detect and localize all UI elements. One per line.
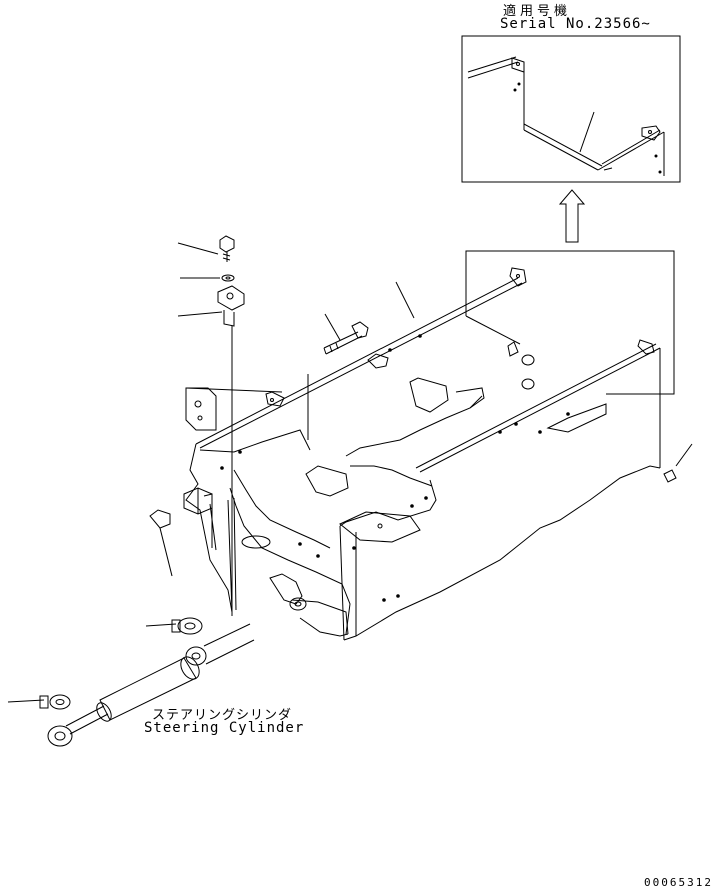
- main-frame: [186, 268, 692, 640]
- applicability-label: 適用号機: [503, 4, 572, 19]
- serial-number-label: Serial No.23566~: [500, 16, 651, 32]
- steering-cylinder-label-jp: ステアリングシリンダ: [152, 708, 293, 723]
- pin-and-block: [150, 488, 216, 576]
- long-bolt: [324, 282, 414, 354]
- drawing-number: 00065312: [644, 876, 713, 889]
- detail-inset: [462, 36, 680, 182]
- bolt-assembly: [178, 236, 244, 616]
- up-arrow-icon: [560, 190, 584, 242]
- detail-area-frame: [466, 251, 674, 394]
- detail-frame: [462, 36, 680, 182]
- steering-cylinder-label-en: Steering Cylinder: [144, 720, 305, 736]
- steering-cylinder: [8, 598, 306, 746]
